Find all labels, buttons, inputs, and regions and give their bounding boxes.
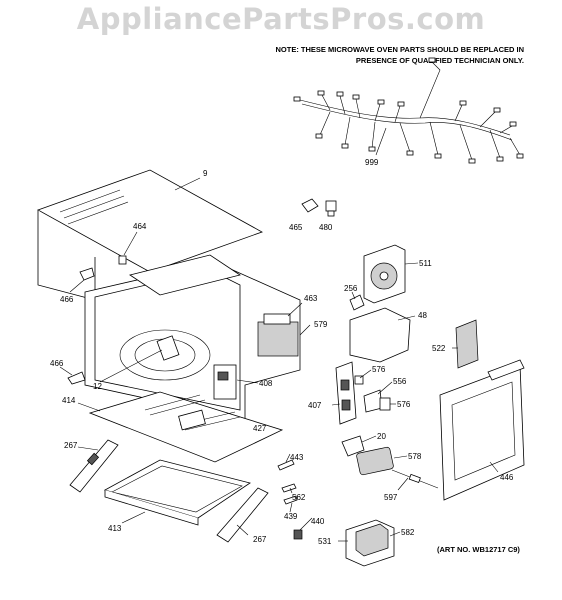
outer-case [37, 169, 263, 301]
connector-440 [293, 529, 303, 540]
label-267-left: 267 [64, 441, 78, 450]
note-line-2: PRESENCE OF QUALIFIED TECHNICIAN ONLY. [355, 56, 524, 65]
label-531: 531 [318, 537, 332, 546]
label-20: 20 [377, 432, 386, 441]
transformer-582 [345, 519, 395, 567]
label-466-lower: 466 [50, 359, 64, 368]
label-556: 556 [393, 377, 407, 386]
label-466-upper: 466 [60, 295, 74, 304]
label-439: 439 [284, 512, 298, 521]
label-413: 413 [108, 524, 122, 533]
label-597: 597 [384, 493, 398, 502]
label-999: 999 [365, 158, 379, 167]
switch-576-lower [379, 397, 391, 411]
part-480 [325, 200, 337, 217]
panel-446 [439, 359, 525, 501]
label-446: 446 [500, 473, 514, 482]
switch-holder-407 [335, 361, 357, 425]
label-582: 582 [401, 528, 415, 537]
clip-464 [118, 255, 127, 265]
bracket-20 [341, 435, 365, 457]
label-576-upper: 576 [372, 365, 386, 374]
switch-556 [363, 389, 383, 413]
label-256: 256 [344, 284, 358, 293]
screw-443 [277, 459, 295, 471]
label-9: 9 [203, 169, 208, 178]
screw-562 [281, 483, 297, 493]
label-511: 511 [419, 259, 432, 268]
label-576-lower: 576 [397, 400, 411, 409]
switch-bracket-408 [213, 364, 237, 400]
rail-left [69, 439, 119, 493]
label-407: 407 [308, 401, 322, 410]
label-465: 465 [289, 223, 303, 232]
label-522: 522 [432, 344, 446, 353]
part-522 [455, 319, 479, 369]
label-12: 12 [93, 382, 102, 391]
label-48: 48 [418, 311, 427, 320]
oven-cavity [84, 254, 301, 421]
watermark-text: AppliancePartsPros.com [76, 2, 486, 36]
label-562: 562 [292, 493, 306, 502]
capacitor-578 [356, 446, 394, 476]
clip-466-lower [67, 371, 86, 385]
label-427: 427 [253, 424, 267, 433]
motor-579 [257, 313, 299, 357]
label-414: 414 [62, 396, 76, 405]
duct-48 [349, 307, 411, 363]
bottom-tray [103, 459, 251, 526]
part-465 [301, 198, 319, 213]
clip-466-upper [79, 267, 95, 281]
label-463: 463 [304, 294, 318, 303]
switch-576-upper [354, 375, 364, 385]
art-number: (ART NO. WB12717 C9) [437, 545, 520, 554]
label-408: 408 [259, 379, 273, 388]
part-256 [349, 294, 365, 311]
fan-511 [363, 244, 406, 304]
wire-harness [293, 57, 524, 164]
screw-439 [283, 495, 298, 505]
label-480: 480 [319, 223, 333, 232]
diode-597 [391, 469, 439, 489]
label-578: 578 [408, 452, 422, 461]
label-267-right: 267 [253, 535, 267, 544]
label-443: 443 [290, 453, 304, 462]
note-line-1: NOTE: THESE MICROWAVE OVEN PARTS SHOULD … [275, 45, 525, 54]
label-579: 579 [314, 320, 328, 329]
label-464: 464 [133, 222, 147, 231]
rail-right [216, 487, 269, 543]
label-440: 440 [311, 517, 325, 526]
bottom-plate [88, 391, 284, 463]
